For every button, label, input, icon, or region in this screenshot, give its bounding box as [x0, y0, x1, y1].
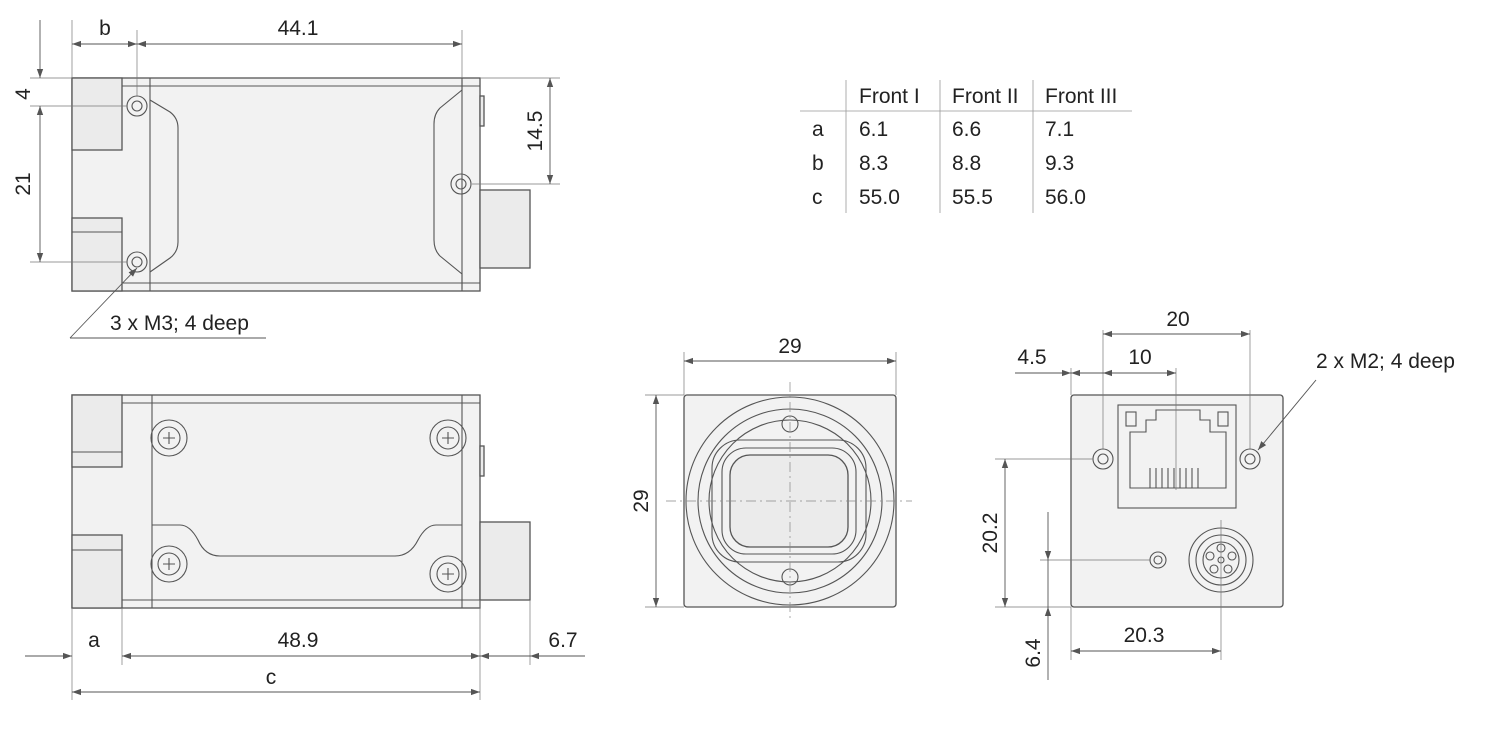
table-cell: 55.0 — [859, 186, 900, 209]
dim-right-offset-label: 14.5 — [524, 111, 547, 152]
dim-offset-label: 4 — [12, 88, 35, 100]
dim-back-width: 20.3 — [1124, 624, 1165, 647]
dim-length-label: 44.1 — [278, 17, 319, 40]
thread-note-m2: 2 x M2; 4 deep — [1316, 350, 1455, 373]
thread-note-m3: 3 x M3; 4 deep — [110, 312, 249, 335]
table-cell: c — [812, 186, 823, 209]
phillips-screw-icon — [150, 419, 188, 457]
ethernet-port-icon — [1117, 404, 1237, 509]
table-cell: 8.8 — [952, 152, 981, 175]
dim-b-label: b — [99, 17, 111, 40]
phillips-screw-icon — [429, 419, 467, 457]
back-view: 20 4.5 10 2 x M2; 4 deep 20.2 6.4 20.3 — [979, 308, 1455, 680]
dim-rj45-label: 10 — [1128, 346, 1151, 369]
dim-a-label: a — [88, 629, 100, 652]
top-view: b 44.1 4 21 14.5 3 x M3; 4 deep — [12, 17, 560, 339]
dim-hole-spacing-back: 20 — [1166, 308, 1189, 331]
table-cell: 56.0 — [1045, 186, 1086, 209]
dim-connector-label: 6.7 — [548, 629, 577, 652]
dimension-table: Front I Front II Front III a 6.1 6.6 7.1… — [800, 80, 1132, 213]
dim-front-width-label: 29 — [778, 335, 801, 358]
table-cell: 55.5 — [952, 186, 993, 209]
phillips-screw-icon — [429, 555, 467, 593]
front-view: 29 29 — [630, 335, 912, 622]
dim-back-offset: 4.5 — [1017, 346, 1046, 369]
phillips-screw-icon — [150, 545, 188, 583]
table-cell: 6.6 — [952, 118, 981, 141]
dim-side-length-label: 48.9 — [278, 629, 319, 652]
table-cell: 7.1 — [1045, 118, 1074, 141]
table-cell: 9.3 — [1045, 152, 1074, 175]
table-cell: 8.3 — [859, 152, 888, 175]
table-cell: 6.1 — [859, 118, 888, 141]
dim-back-height: 20.2 — [979, 513, 1002, 554]
dim-c-label: c — [266, 666, 277, 689]
dim-hole-spacing-label: 21 — [12, 172, 35, 195]
table-cell: a — [812, 118, 824, 141]
mounting-hole-icon — [450, 173, 472, 195]
side-view: a 48.9 6.7 c — [25, 394, 585, 700]
table-header: Front I — [859, 85, 920, 108]
table-header: Front III — [1045, 85, 1117, 108]
table-cell: b — [812, 152, 824, 175]
table-header: Front II — [952, 85, 1019, 108]
dim-back-bottom: 6.4 — [1022, 638, 1045, 668]
dim-front-height-label: 29 — [630, 489, 653, 512]
